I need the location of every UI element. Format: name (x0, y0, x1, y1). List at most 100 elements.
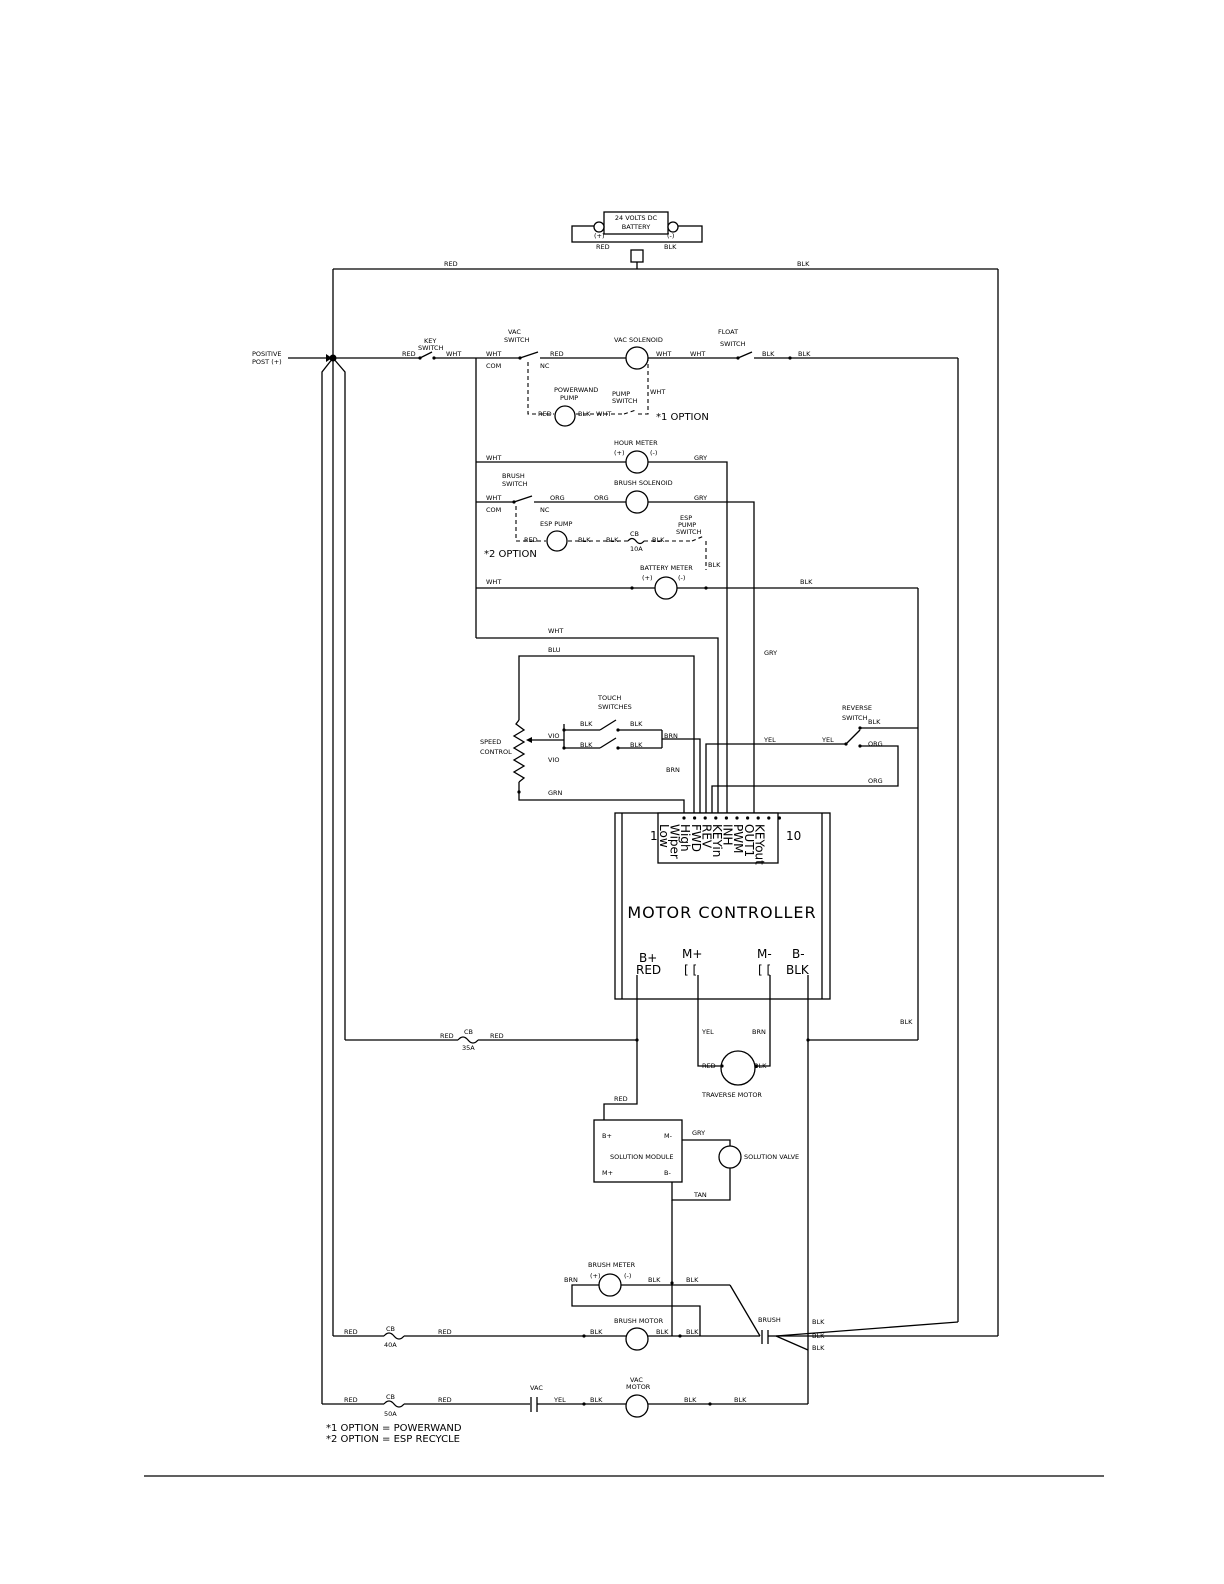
svg-text:SWITCH: SWITCH (720, 340, 746, 348)
svg-text:BLU: BLU (548, 646, 561, 654)
svg-text:KEY: KEY (424, 337, 436, 345)
svg-text:(-): (-) (678, 574, 685, 582)
svg-text:SWITCH: SWITCH (418, 344, 444, 352)
svg-text:PUMP: PUMP (560, 394, 578, 402)
svg-text:WHT: WHT (486, 454, 501, 462)
controller-pin-terminal (746, 816, 750, 820)
svg-text:GRY: GRY (692, 1129, 705, 1137)
solution-module: RED B+ M- M+ B- SOLUTION MODULE GRY SOLU… (593, 1040, 799, 1336)
svg-text:FLOAT: FLOAT (718, 328, 738, 336)
controller-pin-terminal (693, 816, 697, 820)
svg-text:40A: 40A (384, 1341, 397, 1349)
vac-motor-row: RED CB 50A RED VAC YEL BLK VAC MOTOR BLK… (322, 1376, 808, 1418)
svg-text:B+: B+ (602, 1132, 612, 1140)
svg-text:SWITCH: SWITCH (676, 528, 702, 536)
brush-section: BRUSH METER (+) (-) BRN BLK BLK RED CB 4… (333, 1261, 998, 1352)
svg-text:NC: NC (540, 506, 550, 514)
svg-text:B+: B+ (639, 951, 657, 965)
svg-text:VAC: VAC (508, 328, 521, 336)
svg-text:GRY: GRY (694, 454, 707, 462)
svg-text:RED: RED (524, 536, 538, 544)
svg-text:PUMP: PUMP (678, 521, 696, 529)
svg-text:GRY: GRY (694, 494, 707, 502)
svg-text:RED: RED (490, 1032, 504, 1040)
svg-text:BLK: BLK (812, 1318, 825, 1326)
svg-text:RED: RED (438, 1396, 452, 1404)
svg-text:BLK: BLK (708, 561, 721, 569)
svg-text:(+): (+) (614, 449, 625, 457)
brush-solenoid-row: WHT COM BRUSH SWITCH NC ORG ORG BRUSH SO… (476, 472, 777, 822)
svg-text:BLK: BLK (684, 1396, 697, 1404)
svg-text:WHT: WHT (446, 350, 461, 358)
motor-controller: 1 10 LowWiperHighFWDREVKEYinINHPWMOUT1KE… (614, 812, 831, 1000)
svg-text:SWITCH: SWITCH (504, 336, 530, 344)
svg-text:BRUSH METER: BRUSH METER (588, 1261, 636, 1269)
svg-text:BLK: BLK (800, 578, 813, 586)
svg-text:*2 OPTION: *2 OPTION (484, 549, 537, 560)
svg-text:MOTOR CONTROLLER: MOTOR CONTROLLER (627, 903, 816, 922)
svg-text:POST (+): POST (+) (252, 358, 282, 366)
svg-text:BLK: BLK (630, 720, 643, 728)
svg-text:[ [: [ [ (684, 963, 697, 977)
svg-text:BATTERY: BATTERY (622, 223, 650, 231)
svg-text:VIO: VIO (548, 732, 559, 740)
controller-pin-label: Low (657, 824, 671, 848)
svg-text:1: 1 (650, 829, 658, 843)
svg-text:SWITCH: SWITCH (612, 397, 638, 405)
controller-pin-label: PWM (731, 824, 745, 853)
controller-pin-terminal (682, 816, 686, 820)
hour-meter: WHT HOUR METER (+) (-) GRY (476, 439, 728, 822)
svg-text:BRUSH: BRUSH (758, 1316, 781, 1324)
controller-pin-terminal (714, 816, 718, 820)
controller-pin-terminal (777, 816, 782, 820)
svg-text:BRN: BRN (664, 732, 678, 740)
svg-text:BRN: BRN (666, 766, 680, 774)
svg-text:CB: CB (630, 530, 639, 538)
svg-text:BLK: BLK (590, 1328, 603, 1336)
svg-text:RED: RED (440, 1032, 454, 1040)
svg-text:35A: 35A (462, 1044, 475, 1052)
svg-text:(-): (-) (667, 232, 674, 240)
svg-text:RED: RED (402, 350, 416, 358)
svg-text:MOTOR: MOTOR (626, 1383, 651, 1391)
svg-text:M-: M- (757, 947, 772, 961)
speed-control: BLU GRN SPEED CONTROL VIO VIO TOUCH SWIT… (480, 646, 701, 822)
svg-text:BLK: BLK (786, 963, 810, 977)
reverse-switch: REVERSE SWITCH YEL YEL BLK ORG ORG (705, 704, 918, 822)
svg-text:COM: COM (486, 506, 501, 514)
svg-text:COM: COM (486, 362, 501, 370)
controller-pin-terminal (756, 816, 760, 820)
svg-text:BLK: BLK (812, 1332, 825, 1340)
controller-pin-label: REV (699, 824, 713, 849)
svg-text:VAC: VAC (630, 1376, 643, 1384)
svg-text:SOLUTION MODULE: SOLUTION MODULE (610, 1153, 673, 1161)
svg-text:SWITCHES: SWITCHES (598, 703, 632, 711)
svg-text:WHT: WHT (596, 410, 611, 418)
svg-text:10A: 10A (630, 545, 643, 553)
svg-text:10: 10 (786, 829, 801, 843)
svg-text:RED: RED (438, 1328, 452, 1336)
svg-text:REVERSE: REVERSE (842, 704, 872, 712)
controller-pin-label: KEYout (752, 824, 766, 865)
traverse-motor: YEL BRN RED BLK TRAVERSE MOTOR (697, 975, 771, 1099)
svg-text:*1 OPTION: *1 OPTION (656, 412, 709, 423)
svg-text:NC: NC (540, 362, 550, 370)
svg-text:[ [: [ [ (758, 963, 771, 977)
controller-pin-label: OUT1 (742, 824, 756, 857)
svg-text:BRUSH MOTOR: BRUSH MOTOR (614, 1317, 664, 1325)
svg-text:GRN: GRN (548, 789, 563, 797)
svg-text:BLK: BLK (652, 536, 665, 544)
controller-pin-terminal (703, 816, 707, 820)
svg-text:50A: 50A (384, 1410, 397, 1418)
svg-text:TOUCH: TOUCH (597, 694, 621, 702)
svg-text:WHT: WHT (548, 627, 563, 635)
svg-text:POSITIVE: POSITIVE (252, 350, 282, 358)
svg-text:24 VOLTS DC: 24 VOLTS DC (615, 214, 658, 222)
svg-text:BLK: BLK (798, 350, 811, 358)
powerwand-option: POWERWAND PUMP PUMP SWITCH RED BLK WHT W… (527, 358, 709, 427)
svg-text:*1 OPTION = POWERWAND: *1 OPTION = POWERWAND (326, 1423, 462, 1434)
svg-text:HOUR METER: HOUR METER (614, 439, 658, 447)
controller-pin-label: High (678, 824, 692, 852)
option-notes: *1 OPTION = POWERWAND *2 OPTION = ESP RE… (326, 1423, 462, 1445)
